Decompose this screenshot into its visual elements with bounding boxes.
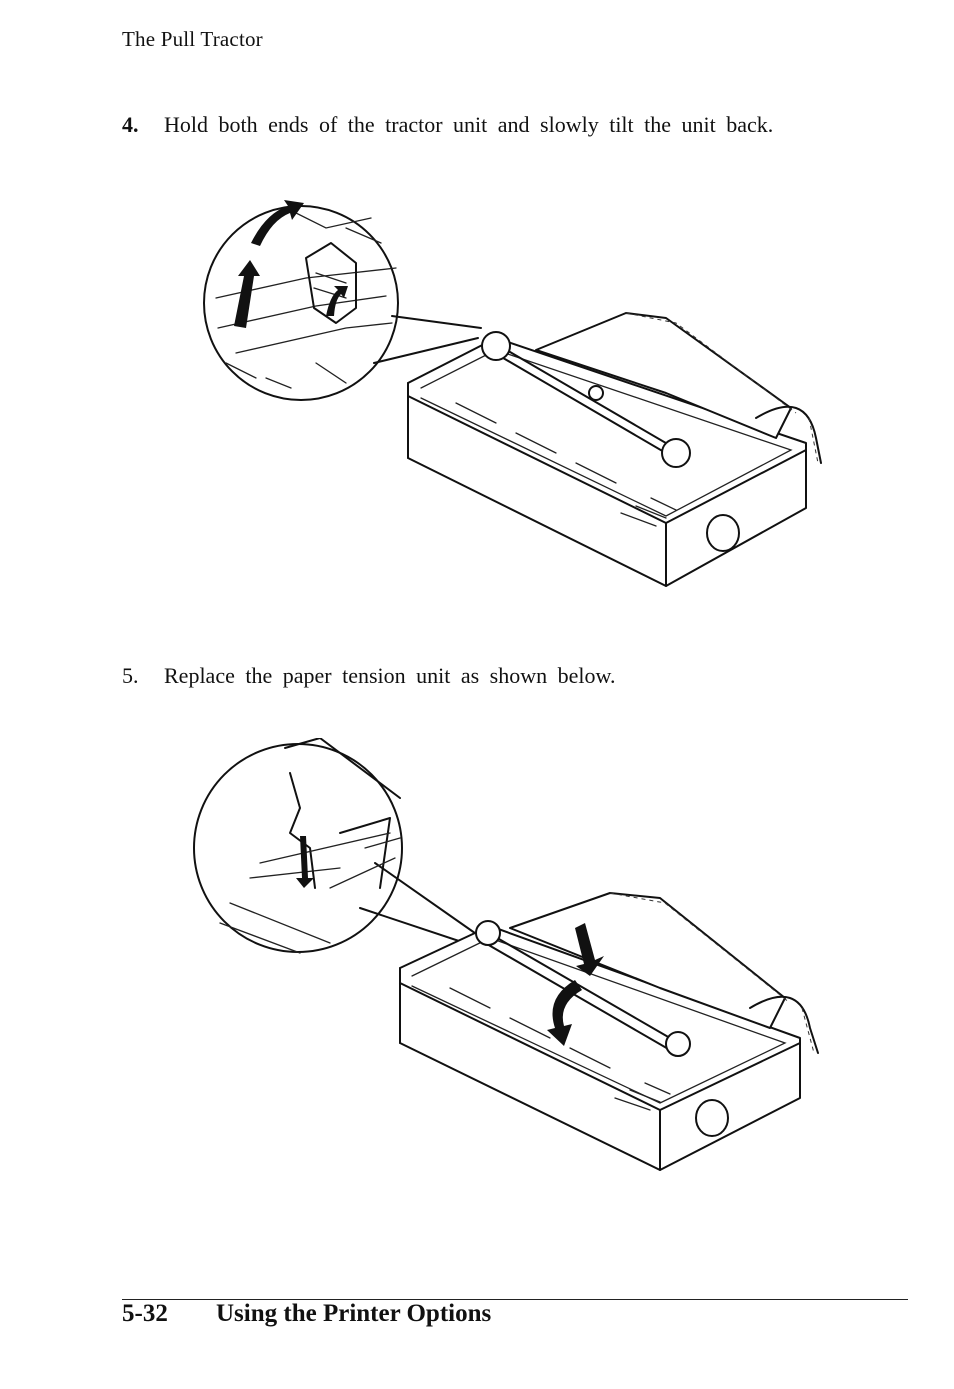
running-header: The Pull Tractor	[122, 27, 263, 51]
printer-paper-tension-unit-illustration	[190, 738, 826, 1174]
page-number: 5-32	[122, 1300, 168, 1327]
step-number: 4.	[122, 112, 139, 137]
step-text: Replace the paper tension unit as shown …	[164, 663, 616, 688]
printer-tractor-tilt-illustration	[196, 188, 826, 590]
step-text: Hold both ends of the tractor unit and s…	[164, 112, 774, 137]
footer-rule	[122, 1299, 908, 1300]
page-footer: 5-32 Using the Printer Options	[122, 1300, 491, 1328]
step-5: 5. Replace the paper tension unit as show…	[122, 663, 615, 689]
section-title: Using the Printer Options	[216, 1300, 492, 1327]
step-number: 5.	[122, 663, 139, 688]
step-4: 4. Hold both ends of the tractor unit and…	[122, 112, 773, 138]
